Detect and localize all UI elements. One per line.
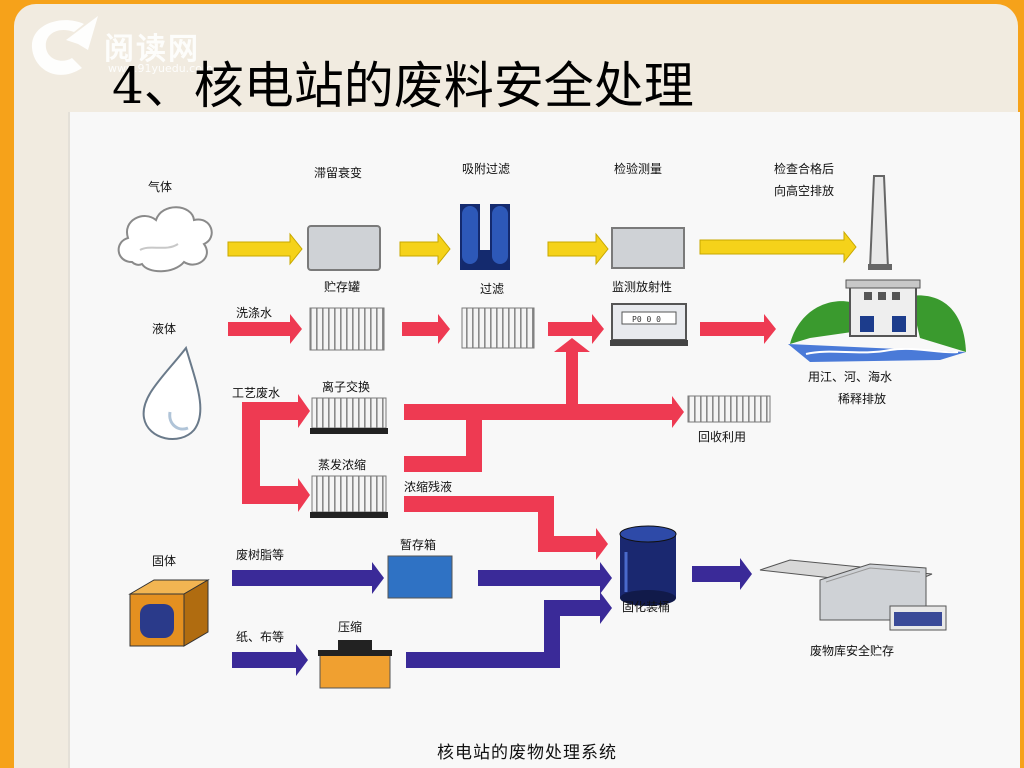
paper-arrow	[232, 644, 308, 676]
evaporator-unit	[310, 475, 388, 518]
recycle-box	[687, 395, 771, 423]
solidify-drum-icon	[619, 525, 677, 606]
label-gas: 气体	[148, 180, 173, 194]
label-solid: 固体	[152, 554, 177, 568]
label-resin: 废树脂等	[236, 548, 285, 562]
process-water-pipe	[242, 394, 310, 512]
label-paper: 纸、布等	[236, 630, 285, 644]
label-recycle: 回收利用	[698, 430, 747, 444]
label-decay: 滞留衰变	[314, 166, 363, 180]
liquid-arrow-1	[228, 314, 302, 344]
adsorb-filter-icon	[460, 204, 510, 270]
exhaust-chimney-icon	[868, 175, 892, 270]
compress-pipe	[406, 592, 612, 668]
gas-arrow-4	[699, 230, 857, 264]
solid-waste-cube-icon	[128, 579, 210, 647]
label-evaporate: 蒸发浓缩	[318, 458, 367, 472]
label-repository: 废物库安全贮存	[810, 644, 895, 658]
filter-box	[461, 307, 535, 349]
ion-exchange-unit	[310, 397, 388, 434]
label-compress: 压缩	[338, 620, 363, 634]
storage-tank	[309, 307, 385, 351]
compressor-icon	[318, 640, 392, 689]
river-discharge-icon	[788, 279, 966, 362]
water-drop-icon	[142, 345, 202, 440]
measure-box	[611, 227, 685, 269]
liquid-arrow-4	[700, 314, 776, 344]
gas-arrow-3	[547, 232, 609, 266]
label-temp-box: 暂存箱	[400, 538, 437, 552]
label-exhaust-1: 检查合格后	[774, 162, 835, 176]
liquid-arrow-3	[548, 314, 604, 344]
label-process-water: 工艺废水	[232, 386, 281, 400]
logo-icon	[31, 16, 98, 75]
label-discharge-1: 用江、河、海水	[808, 370, 893, 384]
solid-arrow-2	[478, 562, 612, 594]
label-adsorb: 吸附过滤	[462, 162, 511, 176]
label-ion-exchange: 离子交换	[322, 380, 371, 394]
logo-url: www.91yuedu.com	[108, 62, 213, 75]
waste-repository-icon	[759, 559, 947, 631]
temp-storage-box	[387, 555, 453, 599]
concentrate-pipe	[404, 496, 608, 560]
diagram-caption: 核电站的废物处理系统	[437, 743, 617, 763]
logo-text: 阅读网	[104, 32, 200, 67]
label-solidify: 固化装桶	[622, 600, 671, 614]
label-wash-water: 洗涤水	[236, 306, 273, 320]
solid-arrow-1	[232, 562, 384, 594]
monitor-device	[610, 303, 688, 346]
label-monitor: 监测放射性	[612, 280, 673, 294]
label-measure: 检验测量	[614, 162, 663, 176]
label-exhaust-2: 向高空排放	[774, 184, 835, 198]
label-liquid: 液体	[152, 322, 177, 336]
solid-arrow-3	[692, 558, 752, 590]
gas-cloud-icon	[117, 206, 213, 273]
ion-exchange-pipe	[404, 338, 684, 472]
label-concentrate: 浓缩残液	[404, 480, 453, 494]
diagram-drawing: P0 0 0	[117, 175, 966, 689]
label-discharge-2: 稀释排放	[838, 392, 887, 406]
label-storage-tank: 贮存罐	[324, 280, 361, 294]
gas-arrow-1	[227, 232, 303, 266]
liquid-arrow-2	[402, 314, 450, 344]
gas-arrow-2	[399, 232, 451, 266]
monitor-display: P0 0 0	[632, 315, 661, 324]
decay-tank	[307, 225, 381, 271]
page-title: 4、核电站的废料安全处理	[112, 57, 694, 115]
waste-diagram: P0 0 0	[68, 112, 1020, 768]
label-filter: 过滤	[480, 282, 505, 296]
